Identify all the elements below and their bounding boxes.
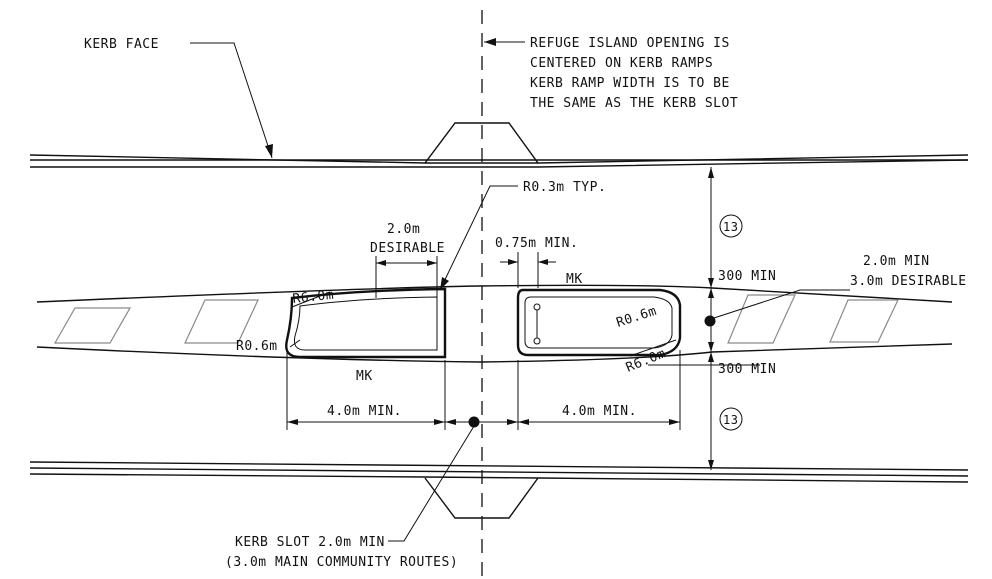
kerb-face-label: KERB FACE (84, 37, 159, 52)
right-vertical-dimension (648, 167, 850, 470)
offset-bottom-label: 300 MIN (718, 362, 776, 377)
refuge-note-line-2: CENTERED ON KERB RAMPS (530, 56, 713, 71)
r06-left-label: R0.6m (236, 339, 278, 354)
mk-bottom-label: MK (356, 369, 373, 384)
median-width-line-1: 2.0m MIN (863, 254, 930, 269)
median-width-line-2: 3.0m DESIRABLE (850, 274, 967, 289)
right-island (516, 288, 682, 357)
min-075-label: 0.75m MIN. (495, 236, 578, 251)
refuge-note-leader (484, 38, 525, 46)
bottom-4m-dimensions (286, 350, 681, 430)
desirable-label: DESIRABLE (370, 241, 445, 256)
median-edges (36, 284, 953, 363)
min-075-dimension (500, 252, 556, 288)
refuge-note-line-4: THE SAME AS THE KERB SLOT (530, 96, 738, 111)
radius-leaders (289, 291, 677, 357)
bottom-kerb (29, 461, 969, 519)
left-4m-label: 4.0m MIN. (327, 404, 402, 419)
r06-right-label: R0.6m (615, 304, 659, 331)
radius-typ-label: R0.3m TYP. (523, 180, 606, 195)
kerb-slot-line-1: KERB SLOT 2.0m MIN (235, 535, 385, 550)
top-kerb (29, 122, 969, 168)
radius-typ-leader (439, 185, 518, 291)
median-hatching (53, 294, 899, 344)
desirable-dimension (375, 256, 438, 298)
mk-top-label: MK (566, 272, 583, 287)
bollard-icon (533, 303, 541, 345)
kerb-slot-leader (388, 425, 475, 542)
r6-left-label: R6.0m (292, 288, 335, 307)
right-4m-label: 4.0m MIN. (562, 404, 637, 419)
refuge-note-line-1: REFUGE ISLAND OPENING IS (530, 36, 730, 51)
callout-13-top (719, 214, 743, 238)
kerb-slot-line-2: (3.0m MAIN COMMUNITY ROUTES) (225, 555, 458, 570)
refuge-note-line-3: KERB RAMP WIDTH IS TO BE (530, 76, 730, 91)
callout-13-bottom (719, 407, 743, 431)
callout-13-top-label: 13 (723, 220, 738, 234)
desirable-value: 2.0m (387, 222, 420, 237)
callout-13-bottom-label: 13 (723, 413, 738, 427)
kerb-face-leader (190, 42, 273, 159)
left-island (285, 287, 447, 359)
offset-top-label: 300 MIN (718, 269, 776, 284)
